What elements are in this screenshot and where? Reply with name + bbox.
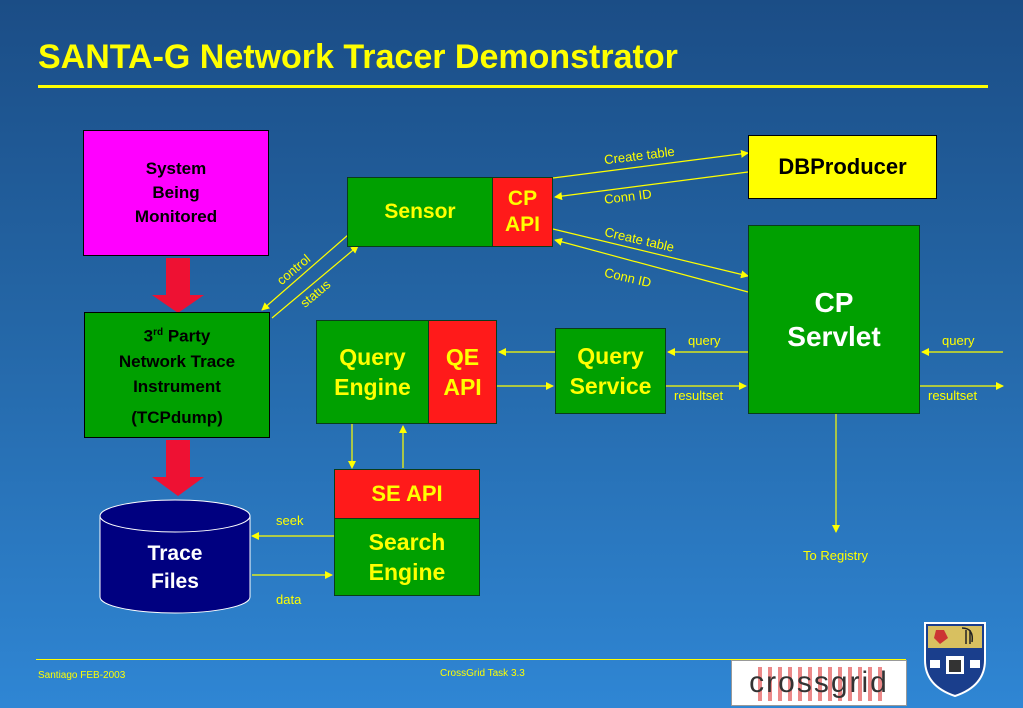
se-api-box: SE API	[334, 469, 480, 519]
query-service-box: Query Service	[555, 328, 666, 414]
red-arrow-system-to-instrument	[152, 258, 204, 313]
arrow-create-table-servlet	[552, 228, 749, 279]
label-to-registry: To Registry	[803, 548, 869, 563]
label-resultset-right: resultset	[928, 388, 978, 403]
instrument-line-4: (TCPdump)	[131, 407, 223, 427]
trace-files-cylinder	[99, 499, 251, 614]
dbproducer-box: DBProducer	[748, 135, 937, 199]
cp-api-box: CP API	[492, 177, 553, 247]
arrow-control	[261, 234, 349, 311]
crossgrid-logo: crossgrid	[731, 660, 907, 706]
instrument-line-1: 3rd Party	[143, 326, 211, 346]
system-being-monitored-box: System Being Monitored	[83, 130, 269, 256]
instrument-line-3: Instrument	[133, 376, 221, 396]
query-engine-box: Query Engine	[316, 320, 429, 424]
label-seek: seek	[276, 513, 304, 528]
arrow-conn-id-servlet	[554, 237, 749, 293]
title-underline	[38, 85, 988, 88]
university-crest-icon	[924, 622, 986, 698]
footer-rule	[36, 659, 906, 660]
footer-left-text: Santiago FEB-2003	[38, 670, 126, 681]
qe-api-box: QE API	[428, 320, 497, 424]
sensor-box: Sensor	[347, 177, 493, 247]
search-engine-box: Search Engine	[334, 518, 480, 596]
footer-center-text: CrossGrid Task 3.3	[440, 668, 525, 679]
arrow-status	[271, 245, 359, 319]
label-query-right: query	[942, 333, 975, 348]
slide-title: SANTA-G Network Tracer Demonstrator	[38, 38, 678, 76]
network-trace-instrument-box: 3rd Party Network Trace Instrument (TCPd…	[84, 312, 270, 438]
arrow-conn-id-db	[554, 171, 749, 201]
crossgrid-logo-text: crossgrid	[749, 666, 889, 699]
label-data: data	[276, 592, 302, 607]
label-query-left: query	[688, 333, 721, 348]
system-line-3: Monitored	[134, 207, 218, 226]
cp-servlet-box: CP Servlet	[748, 225, 920, 414]
label-resultset-left: resultset	[674, 388, 724, 403]
instrument-line-2: Network Trace	[118, 351, 236, 371]
system-line-1: System	[145, 159, 207, 178]
red-arrow-instrument-to-trace	[152, 440, 204, 496]
arrow-create-table-db	[552, 149, 749, 179]
system-line-2: Being	[152, 183, 200, 202]
trace-files-label: Trace Files	[147, 542, 203, 593]
